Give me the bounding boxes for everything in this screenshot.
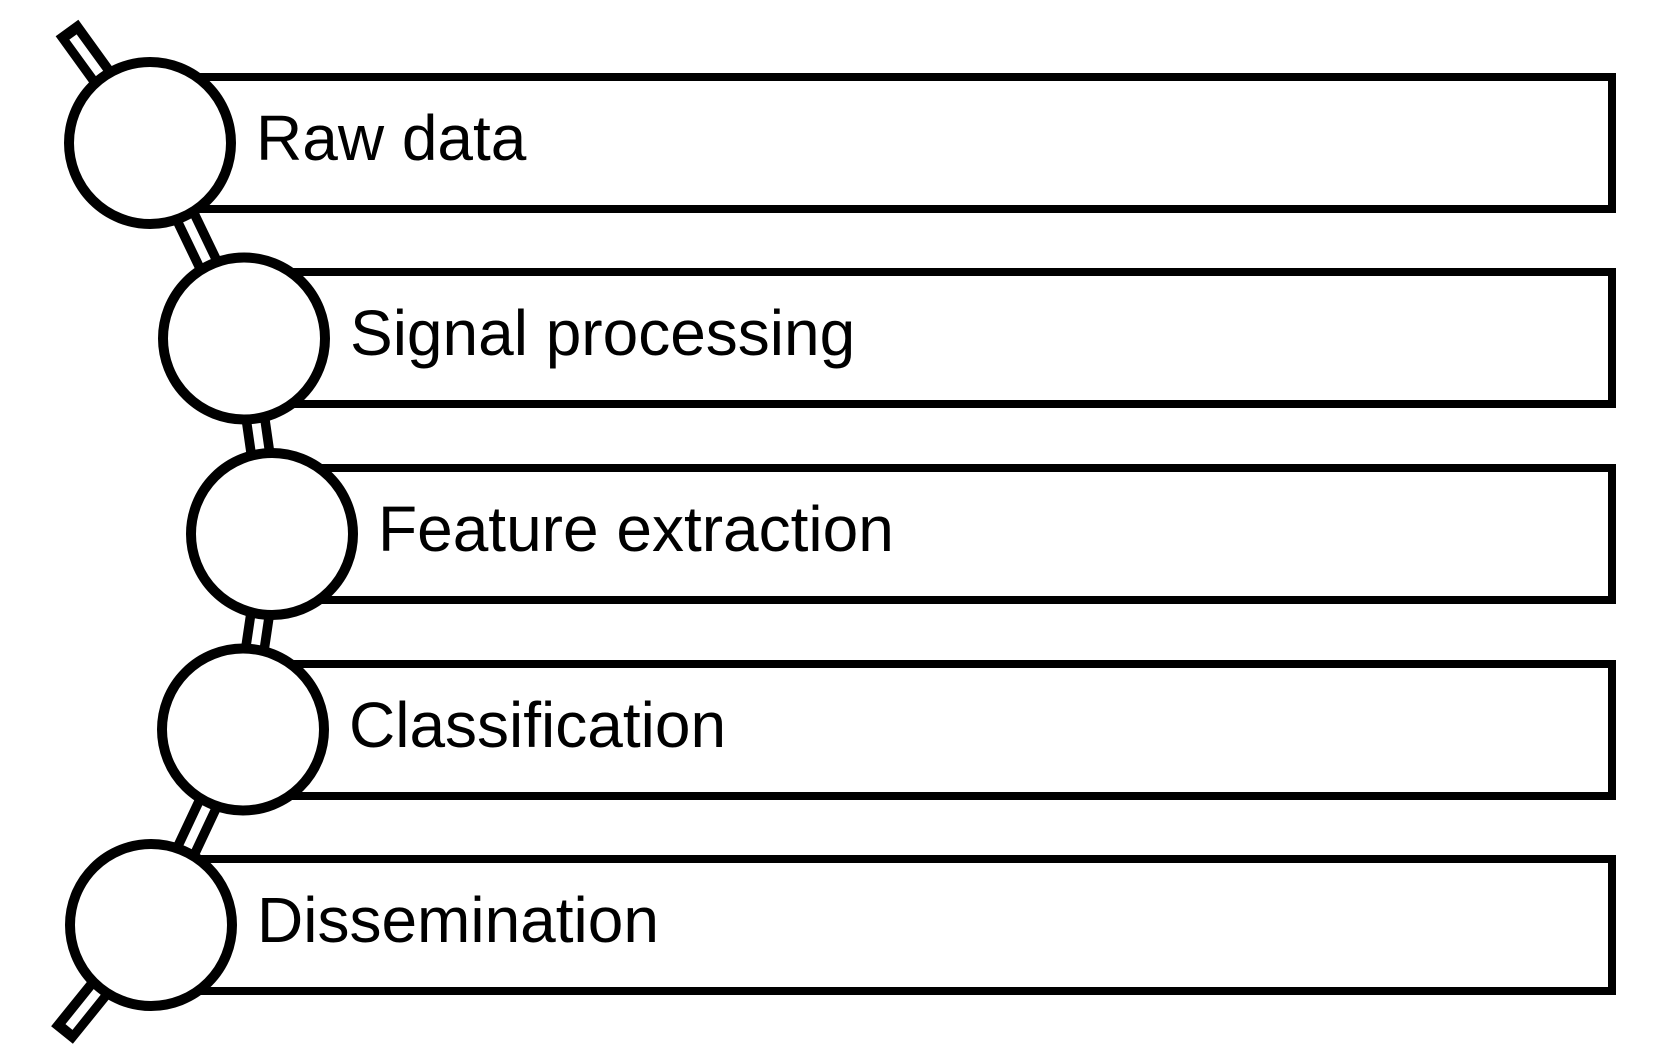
step-label-raw-data: Raw data bbox=[256, 102, 527, 174]
step-label-classification: Classification bbox=[349, 689, 727, 761]
step-label-feature-extraction: Feature extraction bbox=[378, 493, 894, 565]
step-bar-dissemination: Dissemination bbox=[151, 855, 1616, 995]
step-bar-classification: Classification bbox=[243, 660, 1616, 800]
step-label-signal-processing: Signal processing bbox=[350, 297, 856, 369]
step-bar-raw-data: Raw data bbox=[150, 73, 1616, 213]
step-bar-signal-processing: Signal processing bbox=[244, 268, 1616, 408]
step-label-dissemination: Dissemination bbox=[257, 884, 659, 956]
step-bar-feature-extraction: Feature extraction bbox=[272, 464, 1616, 604]
